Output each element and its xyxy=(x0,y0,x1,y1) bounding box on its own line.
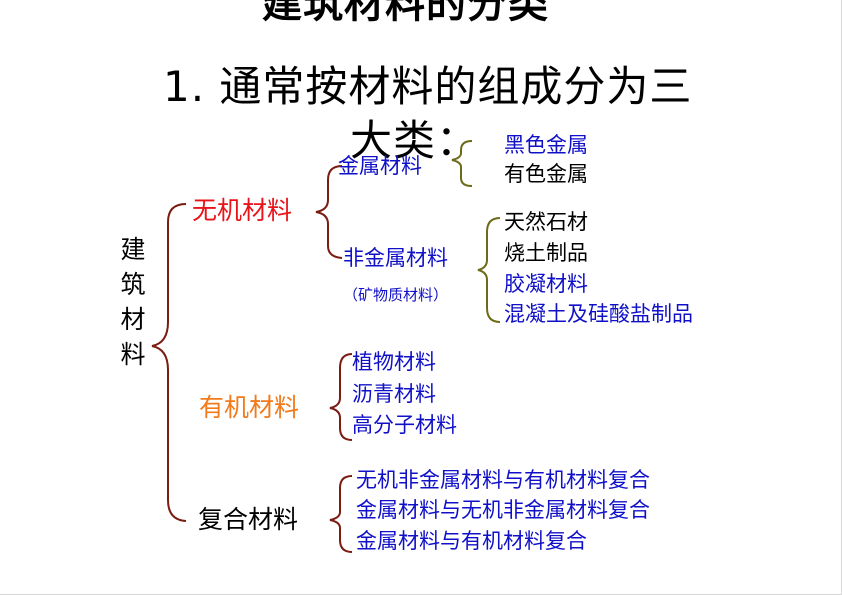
leaf-plant-material: 植物材料 xyxy=(352,350,436,374)
subgroup-metal: 金属材料 xyxy=(338,154,422,178)
leaf-concrete-silicate: 混凝土及硅酸盐制品 xyxy=(504,302,693,326)
inorganic-brace xyxy=(315,165,343,259)
leaf-composite-1: 无机非金属材料与有机材料复合 xyxy=(356,468,650,492)
leaf-cementitious: 胶凝材料 xyxy=(504,272,588,296)
nonmetal-brace xyxy=(477,217,501,323)
root-brace xyxy=(151,203,187,522)
leaf-composite-3: 金属材料与有机材料复合 xyxy=(356,529,587,553)
leaf-fired-clay: 烧土制品 xyxy=(504,241,588,265)
leaf-polymer: 高分子材料 xyxy=(352,413,457,437)
leaf-natural-stone: 天然石材 xyxy=(504,210,588,234)
category-inorganic: 无机材料 xyxy=(192,196,293,225)
subgroup-nonmetal: 非金属材料 xyxy=(343,246,448,270)
page-title-continued: 大类： xyxy=(350,116,480,165)
page-title: 1. 通常按材料的组成分为三 xyxy=(163,62,693,111)
metal-brace xyxy=(451,140,473,187)
category-composite: 复合材料 xyxy=(198,505,299,534)
leaf-nonferrous-metal: 有色金属 xyxy=(504,162,588,186)
root-node-label: 建筑材料 xyxy=(120,235,146,369)
leaf-composite-2: 金属材料与无机非金属材料复合 xyxy=(356,498,650,522)
leaf-asphalt: 沥青材料 xyxy=(352,382,436,406)
title-top-cut: 建筑材料的分类 xyxy=(262,0,549,27)
subgroup-nonmetal-note: （矿物质材料） xyxy=(343,286,449,304)
organic-brace xyxy=(329,353,353,441)
leaf-ferrous-metal: 黑色金属 xyxy=(504,133,588,157)
category-organic: 有机材料 xyxy=(199,393,300,422)
composite-brace xyxy=(329,475,353,553)
